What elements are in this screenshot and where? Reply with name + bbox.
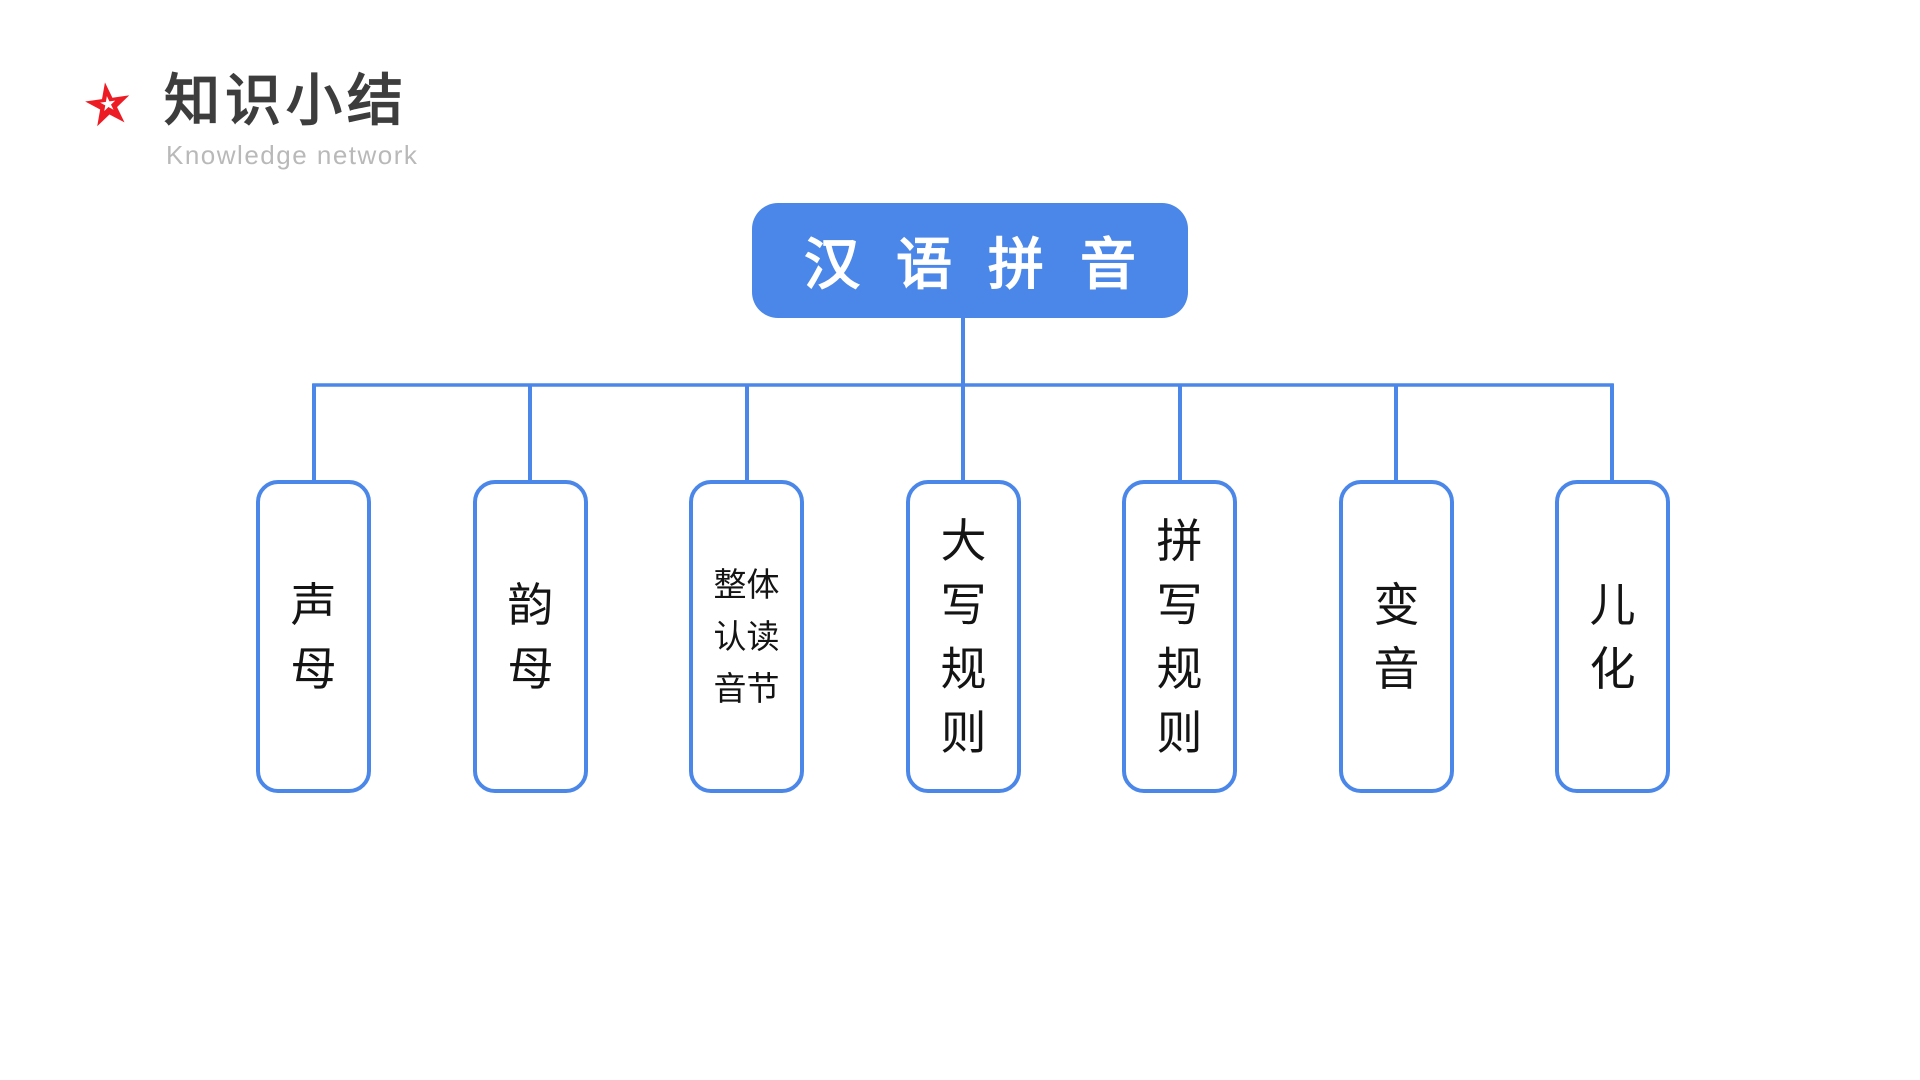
node-pinxie-guize: 拼写规则 — [1122, 480, 1237, 793]
node-daxie-guize: 大写规则 — [906, 480, 1021, 793]
node-label: 大写规则 — [940, 514, 987, 759]
red-star-icon — [85, 82, 130, 127]
node-label: 韵母 — [507, 578, 554, 695]
page-title: 知识小结 — [164, 69, 408, 132]
root-node-hanyu-pinyin: 汉语拼音 — [752, 203, 1188, 318]
node-label: 儿化 — [1589, 578, 1636, 695]
node-label: 变音 — [1373, 578, 1420, 695]
node-erhua: 儿化 — [1555, 480, 1670, 793]
node-yunmu: 韵母 — [473, 480, 588, 793]
node-label: 声母 — [290, 578, 337, 695]
node-shengmu: 声母 — [256, 480, 371, 793]
node-zhengti-rendu-yinjie: 整体认读音节 — [689, 480, 804, 793]
node-label: 整体认读音节 — [713, 565, 780, 707]
node-label: 拼写规则 — [1156, 514, 1203, 759]
node-bianyin: 变音 — [1339, 480, 1454, 793]
page-subtitle: Knowledge network — [166, 140, 419, 170]
root-node-label: 汉语拼音 — [804, 233, 1172, 296]
